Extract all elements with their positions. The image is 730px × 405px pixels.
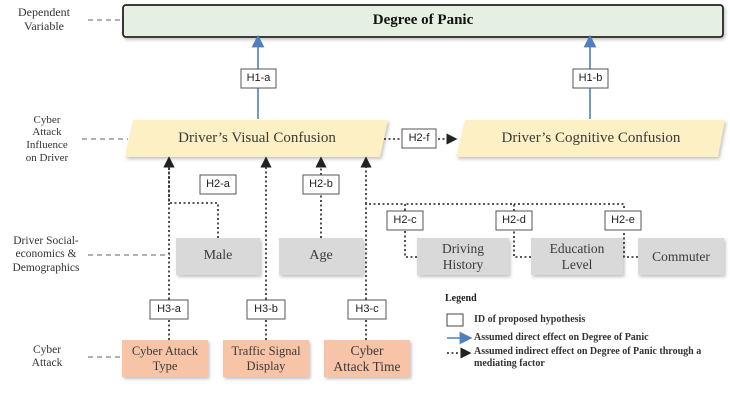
visual-confusion-box [125, 120, 388, 157]
h2d-tag: H2-d [502, 214, 526, 227]
h2e-tag: H2-e [611, 214, 635, 227]
h3a-tag: H3-a [157, 303, 181, 316]
attack-type-label: Cyber Attack Type [131, 344, 199, 373]
h2b-tag: H2-b [309, 178, 333, 191]
h2c-box [386, 210, 424, 231]
h2d-box [495, 210, 533, 231]
male-label: Male [203, 248, 233, 264]
side-label-cyber-influence: Cyber Attack Influence on Driver [25, 113, 69, 164]
h2c-tag: H2-c [393, 214, 417, 227]
commuter-box [638, 238, 724, 275]
age-box [279, 238, 363, 275]
legend-title: Legend [445, 293, 477, 305]
legend-indirect-text: Assumed indirect effect on Degree of Pan… [474, 346, 702, 369]
side-label-dependent: Dependent Variable [18, 5, 70, 33]
traffic-signal-box [223, 340, 309, 377]
h2e-box [604, 210, 642, 231]
commuter-label: Commuter [652, 248, 710, 264]
direct-effect-arrows [251, 34, 597, 119]
h3b-box [246, 299, 286, 320]
h3c-box [347, 299, 387, 320]
h2f-tag: H2-f [408, 132, 430, 145]
h2f-box [401, 128, 437, 149]
education-box [531, 238, 623, 275]
cognitive-confusion-box [456, 120, 725, 157]
side-label-cyber-attack: Cyber Attack [31, 343, 63, 369]
h2b-box [302, 174, 340, 195]
age-label: Age [309, 248, 333, 264]
h3a-box [149, 299, 189, 320]
traffic-signal-label: Traffic Signal Display [231, 344, 301, 373]
h1b-box [572, 68, 609, 89]
attack-type-box [122, 340, 208, 377]
panic-label: Degree of Panic [372, 12, 474, 29]
h1a-tag: H1-a [246, 72, 271, 85]
attack-time-label: Cyber Attack Time [333, 342, 401, 374]
male-box [176, 238, 260, 275]
legend-marks [446, 313, 473, 359]
arrow-h2a [163, 156, 219, 238]
panic-box [122, 4, 724, 38]
cognitive-confusion-label: Driver’s Cognitive Confusion [501, 129, 681, 146]
legend-id-swatch [446, 313, 464, 327]
h3c-tag: H3-c [355, 303, 379, 316]
path-h2c [366, 203, 417, 258]
side-label-demographics: Driver Social- economics & Demographics [12, 235, 80, 274]
hypothesis-id-boxes [149, 68, 642, 320]
attack-time-box [324, 340, 410, 377]
h1b-tag: H1-b [578, 72, 603, 85]
h2a-tag: H2-a [206, 178, 230, 191]
driving-history-box [417, 238, 509, 275]
h2a-box [199, 174, 237, 195]
driving-history-label: Driving History [442, 240, 484, 272]
legend-id-text: ID of proposed hypothesis [474, 314, 586, 326]
legend-direct-text: Assumed direct effect on Degree of Panic [474, 332, 649, 344]
h3b-tag: H3-b [254, 303, 278, 316]
side-label-leaders [82, 19, 170, 358]
h1a-box [240, 68, 277, 89]
visual-confusion-label: Driver’s Visual Confusion [178, 129, 336, 146]
education-label: Education Level [549, 240, 605, 272]
